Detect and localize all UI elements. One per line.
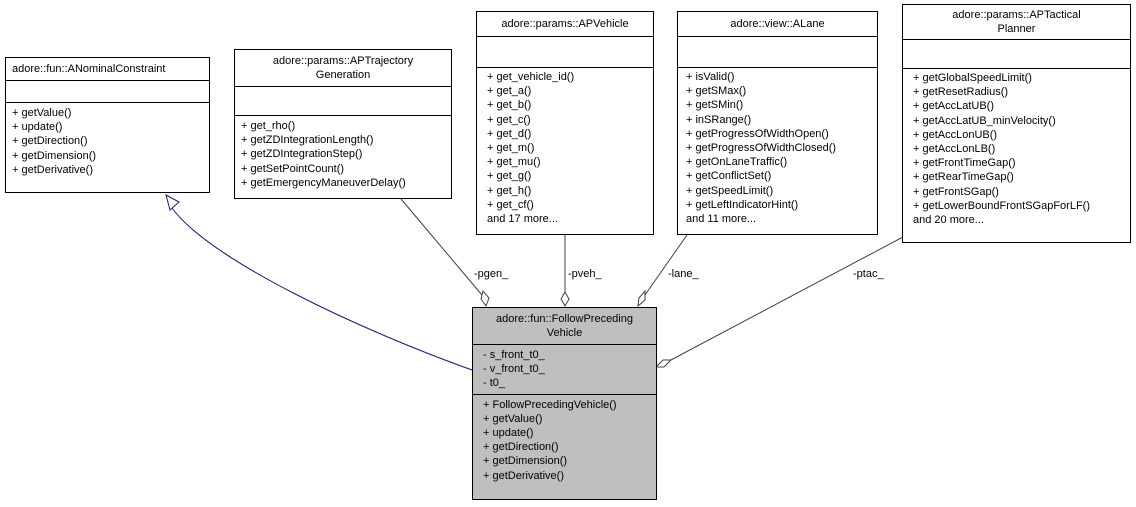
method-item: + get_d()	[487, 127, 532, 140]
method-item: + getDirection()	[483, 441, 559, 454]
method-item: + getValue()	[483, 412, 543, 425]
method-item: + getSMax()	[686, 85, 747, 98]
class-title-line: adore::fun::FollowPreceding	[496, 313, 633, 325]
attributes-section: - s_front_t0_ - v_front_t0_ - t0_	[473, 344, 656, 394]
class-title-line: adore::params::APTrajectory	[272, 55, 414, 67]
method-item: + getDirection()	[12, 135, 88, 148]
class-title: adore::params::APTrajectory Generation	[235, 50, 451, 86]
method-item: + get_b()	[487, 99, 532, 112]
methods-section: + isValid() + getSMax() + getSMin() + in…	[678, 67, 877, 228]
method-item: + getRearTimeGap()	[913, 171, 1014, 184]
method-item: + getDerivative()	[12, 163, 94, 176]
class-apvehicle[interactable]: adore::params::APVehicle + get_vehicle_i…	[476, 11, 654, 235]
method-item: + getSpeedLimit()	[686, 184, 774, 197]
edge-label-pveh: -pveh_	[568, 268, 602, 280]
inheritance-edge	[171, 207, 473, 371]
method-item: + getResetRadius()	[913, 86, 1009, 99]
method-item: + getEmergencyManeuverDelay()	[241, 176, 406, 189]
class-aptrajectorygeneration[interactable]: adore::params::APTrajectory Generation +…	[234, 49, 452, 199]
edge-label-pgen: -pgen_	[474, 268, 509, 280]
class-title-line: Vehicle	[546, 327, 583, 339]
class-followprecedingvehicle[interactable]: adore::fun::FollowPreceding Vehicle - s_…	[472, 307, 657, 500]
method-item: + getSetPointCount()	[241, 162, 345, 175]
method-item: + getProgressOfWidthClosed()	[686, 142, 837, 155]
method-item: + get_a()	[487, 85, 532, 98]
method-item: + getProgressOfWidthOpen()	[686, 127, 829, 140]
class-title: adore::fun::ANominalConstraint	[6, 58, 209, 80]
pveh-diamond	[560, 290, 570, 308]
class-title: adore::fun::FollowPreceding Vehicle	[473, 308, 656, 344]
method-item: + getGlobalSpeedLimit()	[913, 72, 1032, 84]
more-methods-text: and 17 more...	[487, 213, 558, 226]
method-item: + getSMin()	[686, 99, 744, 112]
inheritance-arrowhead	[165, 194, 180, 211]
lane-edge	[644, 234, 688, 296]
method-item: + update()	[483, 427, 534, 440]
method-item: + getOnLaneTraffic()	[686, 156, 788, 169]
attribute-item: - v_front_t0_	[483, 363, 545, 376]
method-item: + getFrontTimeGap()	[913, 157, 1016, 170]
method-item: + getDerivative()	[483, 469, 565, 482]
method-item: + getAccLatUB()	[913, 100, 995, 113]
methods-section: + get_rho() + getZDIntegrationLength() +…	[235, 115, 451, 193]
edge-label-lane: -lane_	[668, 268, 699, 280]
lane-diamond	[637, 289, 646, 308]
method-item: + get_mu()	[487, 156, 541, 169]
more-methods-text: and 20 more...	[913, 214, 984, 227]
attributes-section	[903, 39, 1130, 68]
class-title-line: Planner	[997, 23, 1036, 35]
attributes-section	[678, 36, 877, 67]
class-title: adore::params::APVehicle	[477, 12, 653, 36]
method-item: + getDimension()	[483, 455, 568, 468]
class-alane[interactable]: adore::view::ALane + isValid() + getSMax…	[677, 11, 878, 235]
methods-section: + get_vehicle_id() + get_a() + get_b() +…	[477, 67, 653, 228]
method-item: + get_c()	[487, 113, 531, 126]
ptac-diamond	[654, 359, 673, 368]
attributes-section	[477, 36, 653, 67]
method-item: + isValid()	[686, 71, 735, 83]
method-item: + update()	[12, 121, 63, 134]
methods-section: + getValue() + update() + getDirection()…	[6, 102, 209, 180]
class-title-line: adore::params::APVehicle	[501, 18, 629, 30]
method-item: + FollowPrecedingVehicle()	[483, 398, 617, 411]
class-title: adore::view::ALane	[678, 12, 877, 36]
method-item: + getZDIntegrationStep()	[241, 148, 363, 161]
methods-section: + FollowPrecedingVehicle() + getValue() …	[473, 393, 656, 486]
method-item: + get_m()	[487, 142, 535, 155]
method-item: + get_h()	[487, 184, 532, 197]
method-item: + getAccLonLB()	[913, 143, 996, 156]
class-aptacticalplanner[interactable]: adore::params::APTactical Planner + getG…	[902, 4, 1131, 243]
ptac-edge	[668, 236, 904, 362]
class-title: adore::params::APTactical Planner	[903, 5, 1130, 39]
method-item: + get_g()	[487, 170, 532, 183]
method-item: + getLeftIndicatorHint()	[686, 198, 799, 211]
method-item: + getFrontSGap()	[913, 185, 999, 198]
method-item: + inSRange()	[686, 113, 752, 126]
method-item: + getZDIntegrationLength()	[241, 134, 374, 147]
method-item: + getConflictSet()	[686, 170, 772, 183]
attributes-section	[235, 86, 451, 115]
class-anominalconstraint[interactable]: adore::fun::ANominalConstraint + getValu…	[5, 57, 210, 193]
method-item: + getAccLonUB()	[913, 128, 998, 141]
attribute-item: - s_front_t0_	[483, 349, 545, 361]
attribute-item: - t0_	[483, 377, 506, 390]
method-item: + getLowerBoundFrontSGapForLF()	[913, 199, 1091, 212]
more-methods-text: and 11 more...	[686, 213, 757, 226]
method-item: + get_rho()	[241, 120, 296, 132]
class-title-line: adore::params::APTactical	[952, 9, 1081, 21]
method-item: + get_vehicle_id()	[487, 71, 575, 83]
pgen-diamond	[480, 289, 490, 308]
class-title-line: adore::view::ALane	[730, 18, 825, 30]
method-item: + getValue()	[12, 107, 72, 119]
class-title-line: Generation	[315, 69, 371, 81]
method-item: + get_cf()	[487, 198, 534, 211]
method-item: + getAccLatUB_minVelocity()	[913, 114, 1056, 127]
pgen-edge	[400, 198, 483, 296]
method-item: + getDimension()	[12, 149, 97, 162]
methods-section: + getGlobalSpeedLimit() + getResetRadius…	[903, 68, 1130, 229]
class-title-line: adore::fun::ANominalConstraint	[12, 63, 166, 75]
attributes-section	[6, 80, 209, 102]
edge-label-ptac: -ptac_	[853, 268, 884, 280]
